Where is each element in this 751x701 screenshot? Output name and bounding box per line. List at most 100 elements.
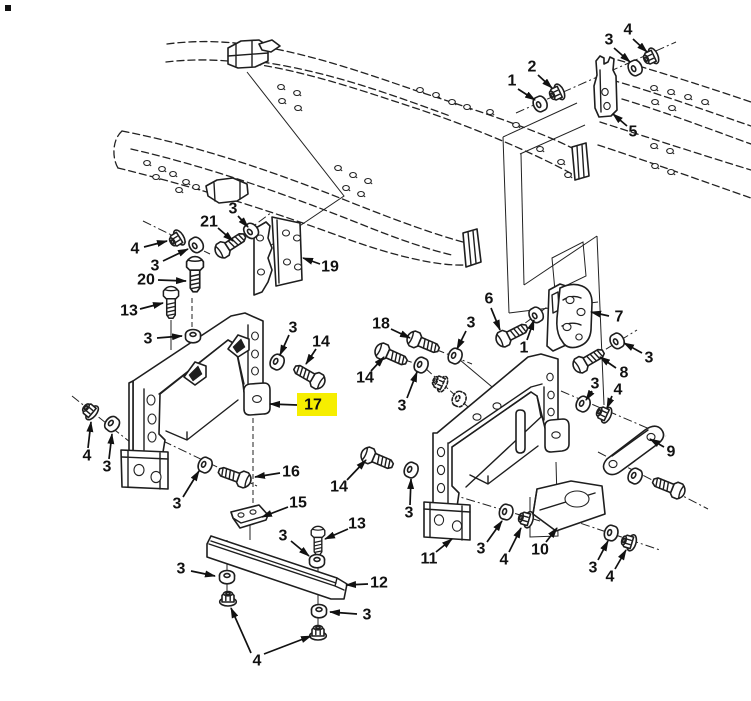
callout-arrow (345, 581, 369, 589)
callout-number: 1 (520, 340, 529, 357)
callout-3-19[interactable]: 3 (173, 470, 200, 513)
callout-15-20[interactable]: 15 (261, 495, 307, 518)
callout-number: 3 (589, 560, 598, 577)
callout-arrow (261, 506, 289, 518)
callout-2-1[interactable]: 2 (528, 59, 553, 89)
callout-arrow (139, 302, 164, 310)
callout-arrow (613, 47, 631, 63)
callout-3-33[interactable]: 3 (589, 540, 609, 577)
callout-arrow (107, 433, 115, 460)
rail-end-bracket-upper (571, 142, 590, 181)
callout-number: 3 (151, 258, 160, 275)
callout-number: 2 (528, 59, 537, 76)
callout-14-21[interactable]: 14 (330, 459, 367, 496)
callout-10-32[interactable]: 10 (531, 527, 558, 559)
callout-3-24[interactable]: 3 (279, 528, 310, 557)
callout-18-35[interactable]: 18 (372, 316, 411, 339)
callout-8-43[interactable]: 8 (599, 356, 629, 382)
callout-number: 3 (405, 505, 414, 522)
callout-13-23[interactable]: 13 (324, 516, 366, 540)
callout-3-38[interactable]: 3 (398, 371, 418, 415)
callout-arrow (508, 527, 522, 553)
callout-14-37[interactable]: 14 (356, 356, 385, 387)
callout-arrow (182, 470, 200, 498)
callout-4-28[interactable]: 4 (230, 607, 312, 670)
callout-number: 3 (103, 459, 112, 476)
callout-19-5[interactable]: 19 (302, 257, 339, 276)
callout-5-4[interactable]: 5 (612, 113, 638, 141)
callout-number: 4 (131, 241, 140, 258)
callout-3-44[interactable]: 3 (585, 376, 600, 401)
callout-arrow (370, 356, 385, 372)
callout-13-11[interactable]: 13 (120, 302, 164, 320)
callout-12-26[interactable]: 12 (345, 575, 388, 592)
callout-arrow (623, 342, 643, 354)
callout-number: 14 (330, 479, 348, 496)
callout-1-40[interactable]: 1 (520, 319, 535, 357)
bolt-16 (215, 462, 254, 491)
callout-4-16[interactable]: 4 (83, 421, 94, 465)
callout-number: 15 (289, 495, 307, 512)
callout-4-3[interactable]: 4 (624, 22, 648, 53)
callout-number: 4 (253, 653, 262, 670)
callout-4-45[interactable]: 4 (606, 382, 623, 409)
callout-17-15[interactable]: 17 (269, 393, 337, 416)
frame-clamp-lower (205, 177, 249, 204)
callout-3-13[interactable]: 3 (279, 320, 298, 356)
callout-3-9[interactable]: 3 (151, 248, 189, 275)
callout-9-46[interactable]: 9 (649, 438, 676, 461)
callout-3-36[interactable]: 3 (456, 315, 476, 350)
highlight-box (297, 393, 337, 416)
hardware-phantom (429, 371, 470, 410)
channel-rail-12 (206, 535, 348, 600)
callout-3-12[interactable]: 3 (144, 331, 183, 348)
bolt-21 (211, 228, 250, 262)
callout-11-29[interactable]: 11 (421, 538, 453, 568)
callout-4-31[interactable]: 4 (500, 527, 522, 569)
callout-3-42[interactable]: 3 (623, 342, 654, 367)
bolt-18 (403, 328, 443, 358)
callout-number: 11 (421, 551, 438, 568)
callout-number: 13 (348, 516, 366, 533)
callout-3-2[interactable]: 3 (605, 32, 631, 63)
callout-number: 17 (304, 397, 322, 414)
callout-4-8[interactable]: 4 (131, 240, 168, 258)
callout-arrow (346, 459, 367, 481)
callout-3-17[interactable]: 3 (103, 433, 115, 476)
callout-arrow (612, 113, 628, 127)
callout-number: 20 (137, 272, 155, 289)
callout-number: 3 (229, 201, 238, 218)
callout-7-41[interactable]: 7 (590, 309, 624, 326)
callout-14-14[interactable]: 14 (305, 334, 330, 365)
callout-3-27[interactable]: 3 (329, 607, 372, 624)
callout-1-0[interactable]: 1 (508, 73, 536, 101)
callout-number: 19 (321, 259, 339, 276)
callout-arrow (456, 330, 467, 350)
callout-arrow (162, 248, 189, 262)
callout-3-30[interactable]: 3 (477, 520, 503, 558)
callout-number: 4 (624, 22, 633, 39)
callout-arrow (406, 371, 418, 399)
callout-3-6[interactable]: 3 (229, 201, 249, 228)
callout-arrow (279, 334, 290, 356)
callout-number: 3 (645, 350, 654, 367)
callout-3-22[interactable]: 3 (405, 478, 415, 522)
callout-16-18[interactable]: 16 (254, 464, 300, 481)
callout-4-34[interactable]: 4 (606, 549, 627, 586)
callout-number: 5 (629, 124, 638, 141)
callout-3-25[interactable]: 3 (177, 561, 216, 578)
callout-number: 14 (312, 334, 330, 351)
callout-arrow (632, 38, 648, 53)
callout-20-10[interactable]: 20 (137, 272, 187, 289)
callout-6-39[interactable]: 6 (485, 291, 501, 331)
callout-arrow (390, 328, 411, 339)
callout-arrow (157, 277, 187, 285)
callout-number: 6 (485, 291, 494, 308)
callout-number: 14 (356, 370, 374, 387)
rail-end-bracket-lower (462, 228, 482, 268)
callout-number: 7 (615, 309, 624, 326)
callout-21-7[interactable]: 21 (200, 214, 234, 242)
callout-number: 1 (508, 73, 517, 90)
